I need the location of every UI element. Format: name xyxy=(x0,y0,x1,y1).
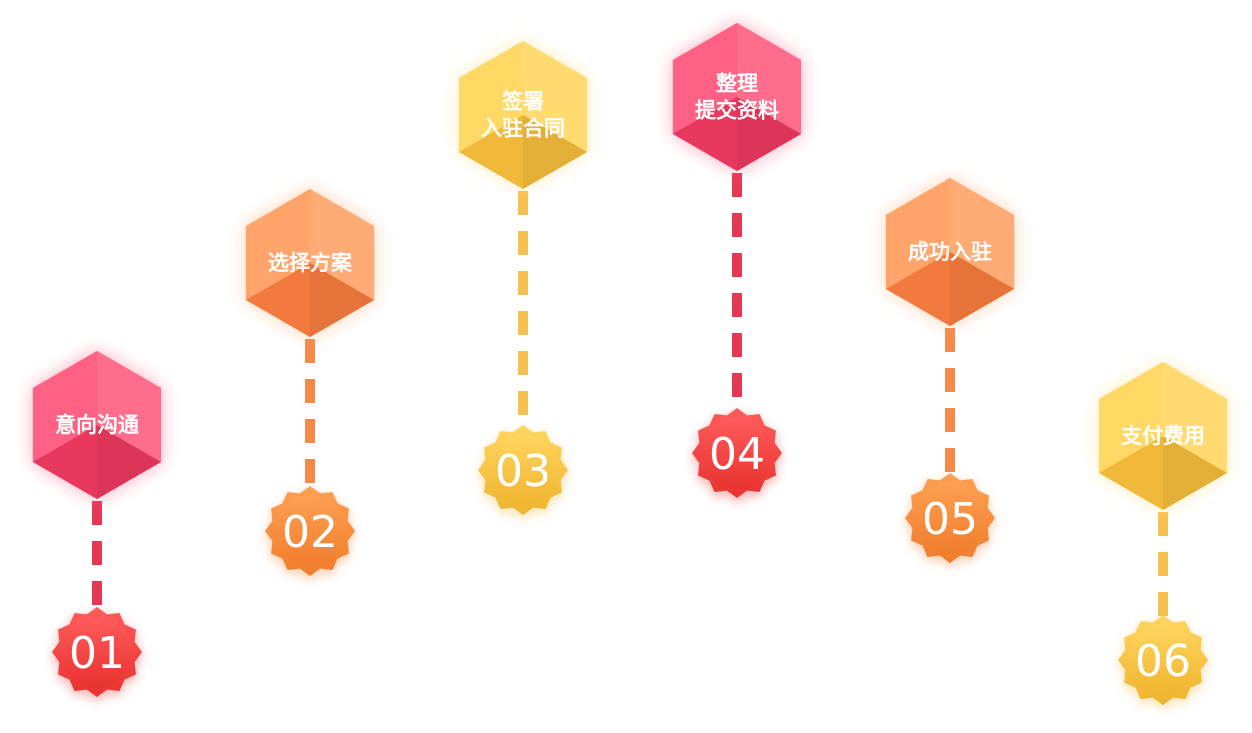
step-label-line: 选择方案 xyxy=(268,251,353,275)
step-label-line: 支付费用 xyxy=(1121,424,1205,448)
step-label-line: 成功入驻 xyxy=(908,240,992,264)
step-number-badge: 01 xyxy=(51,607,143,702)
step-label-line: 提交资料 xyxy=(695,99,779,123)
step-label-line: 意向沟通 xyxy=(55,413,139,437)
process-step-06: 支付费用 06 xyxy=(1099,362,1227,710)
step-number-badge: 05 xyxy=(904,473,996,568)
step-number-badge: 04 xyxy=(691,408,783,503)
step-number: 01 xyxy=(69,628,125,679)
step-number-badge: 03 xyxy=(477,425,569,520)
step-number: 03 xyxy=(495,446,551,497)
step-number: 04 xyxy=(709,429,765,480)
step-number: 05 xyxy=(922,494,978,545)
step-number-badge: 02 xyxy=(264,486,356,581)
step-hexagon xyxy=(459,41,587,189)
step-number: 02 xyxy=(282,507,338,558)
step-label-line: 整理 xyxy=(716,72,758,96)
step-number-badge: 06 xyxy=(1117,615,1209,710)
process-step-05: 成功入驻 05 xyxy=(886,178,1014,568)
step-label-line: 入驻合同 xyxy=(481,117,565,141)
step-hexagon xyxy=(673,23,801,171)
process-step-02: 选择方案 02 xyxy=(246,189,374,581)
process-step-01: 意向沟通 01 xyxy=(33,351,161,702)
step-number: 06 xyxy=(1135,636,1191,687)
step-label-line: 签署 xyxy=(501,90,544,114)
